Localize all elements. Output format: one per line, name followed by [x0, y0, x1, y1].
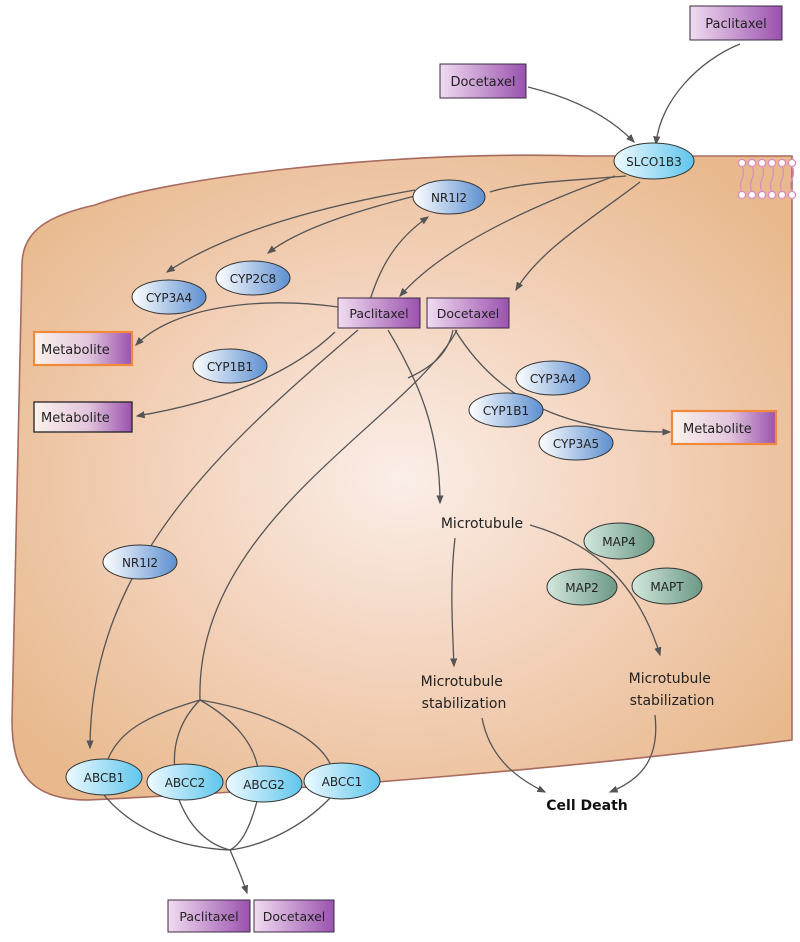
- edge-docetaxel-efflux: [199, 329, 458, 701]
- svg-text:Docetaxel: Docetaxel: [450, 75, 515, 90]
- abcc2-node: ABCC2: [146, 763, 224, 801]
- edge-abcc1-out: [229, 795, 333, 851]
- edge-paclitaxel-nr1i2: [369, 216, 430, 301]
- cyp2c8-node: CYP2C8: [215, 260, 291, 296]
- svg-text:MAPT: MAPT: [650, 580, 684, 594]
- svg-text:Paclitaxel: Paclitaxel: [705, 17, 767, 32]
- cyp1b1-paclitaxel-node: CYP1B1: [192, 348, 268, 384]
- cyp1b1-docetaxel-node: CYP1B1: [468, 392, 544, 428]
- svg-text:CYP1B1: CYP1B1: [207, 360, 253, 374]
- svg-text:Docetaxel: Docetaxel: [263, 909, 326, 924]
- edge-paclitaxel-abcb1: [86, 329, 359, 750]
- edge-nr1i2-cyp3a4: [165, 189, 416, 273]
- nr1i2-top-node: NR1I2: [412, 179, 486, 215]
- svg-text:Paclitaxel: Paclitaxel: [179, 909, 238, 924]
- edge-microtubule-stab-left: [450, 537, 458, 668]
- svg-text:ABCC2: ABCC2: [165, 776, 206, 790]
- edge-docetaxel-in: [527, 86, 635, 143]
- edge-docetaxel-join: [407, 329, 454, 379]
- svg-text:Metabolite: Metabolite: [41, 343, 110, 358]
- lipid-bilayer-icon: [737, 158, 797, 200]
- cyp3a5-node: CYP3A5: [538, 425, 614, 461]
- svg-text:ABCG2: ABCG2: [243, 778, 285, 792]
- svg-text:Paclitaxel: Paclitaxel: [349, 306, 408, 321]
- cyp3a4-paclitaxel-node: CYP3A4: [131, 279, 207, 315]
- edge-slco-paclitaxel: [399, 175, 616, 298]
- stabilization-left-label: Microtubule stabilization: [421, 674, 508, 712]
- edge-paclitaxel-metabolite2: [135, 331, 336, 419]
- cell-death-label: Cell Death: [546, 798, 627, 814]
- svg-text:CYP2C8: CYP2C8: [230, 272, 276, 286]
- svg-text:Metabolite: Metabolite: [41, 411, 110, 426]
- edge-stab-right-death: [608, 714, 657, 793]
- stabilization-right-label: Microtubule stabilization: [629, 671, 716, 709]
- drug-box-docetaxel-efflux: Docetaxel: [253, 899, 335, 933]
- map2-node: MAP2: [546, 568, 618, 606]
- metabolite-box-1: Metabolite: [32, 330, 134, 367]
- edge-abcb1-out: [99, 789, 231, 851]
- svg-text:CYP3A5: CYP3A5: [553, 437, 599, 451]
- microtubule-label: Microtubule: [441, 516, 523, 532]
- cyp3a4-docetaxel-node: CYP3A4: [515, 360, 591, 396]
- drug-box-docetaxel-inside: Docetaxel: [426, 297, 510, 329]
- pathway-edges: [86, 43, 741, 895]
- slco1b3-node: SLCO1B3: [613, 142, 695, 180]
- edge-nr1i2-cyp2c8: [266, 195, 416, 254]
- svg-text:CYP1B1: CYP1B1: [483, 404, 529, 418]
- nr1i2-left-node: NR1I2: [102, 544, 178, 580]
- edge-efflux-arrow: [229, 849, 248, 895]
- svg-text:ABCC1: ABCC1: [322, 775, 363, 789]
- drug-box-docetaxel-outside: Docetaxel: [439, 63, 527, 99]
- svg-text:MAP4: MAP4: [602, 535, 635, 549]
- edge-paclitaxel-microtubule: [387, 329, 444, 505]
- svg-text:Docetaxel: Docetaxel: [437, 306, 500, 321]
- drug-box-paclitaxel-outside: Paclitaxel: [689, 5, 783, 41]
- metabolite-box-2: Metabolite: [33, 401, 133, 433]
- edge-paclitaxel-metabolite1: [135, 302, 339, 346]
- edge-microtubule-stab-right: [529, 524, 662, 657]
- edge-docetaxel-metabolite3: [454, 329, 672, 436]
- svg-text:SLCO1B3: SLCO1B3: [626, 155, 682, 169]
- edge-paclitaxel-in: [653, 43, 741, 146]
- abcc1-node: ABCC1: [303, 762, 381, 800]
- edge-efflux-fan-abcc1: [199, 699, 333, 769]
- mapt-node: MAPT: [631, 567, 703, 605]
- abcg2-node: ABCG2: [225, 765, 303, 803]
- svg-text:CYP3A4: CYP3A4: [530, 372, 576, 386]
- metabolite-box-3: Metabolite: [670, 409, 778, 446]
- svg-text:NR1I2: NR1I2: [431, 191, 467, 205]
- svg-text:Metabolite: Metabolite: [683, 422, 752, 437]
- edge-efflux-fan-abcg2: [199, 699, 259, 771]
- edge-stab-left-death: [481, 717, 547, 793]
- edge-efflux-fan-abcc2: [173, 699, 201, 771]
- edge-efflux-fan-abcb1: [104, 699, 201, 769]
- edge-abcg2-out: [229, 796, 259, 851]
- drug-box-paclitaxel-efflux: Paclitaxel: [167, 899, 251, 933]
- edge-slco-docetaxel: [515, 181, 641, 292]
- map4-node: MAP4: [583, 522, 655, 560]
- svg-text:MAP2: MAP2: [565, 581, 598, 595]
- svg-text:ABCB1: ABCB1: [84, 771, 124, 785]
- svg-text:NR1I2: NR1I2: [122, 556, 158, 570]
- svg-text:CYP3A4: CYP3A4: [146, 291, 192, 305]
- drug-box-paclitaxel-inside: Paclitaxel: [337, 297, 421, 329]
- abcb1-node: ABCB1: [65, 758, 143, 796]
- edge-abcc2-out: [177, 796, 231, 851]
